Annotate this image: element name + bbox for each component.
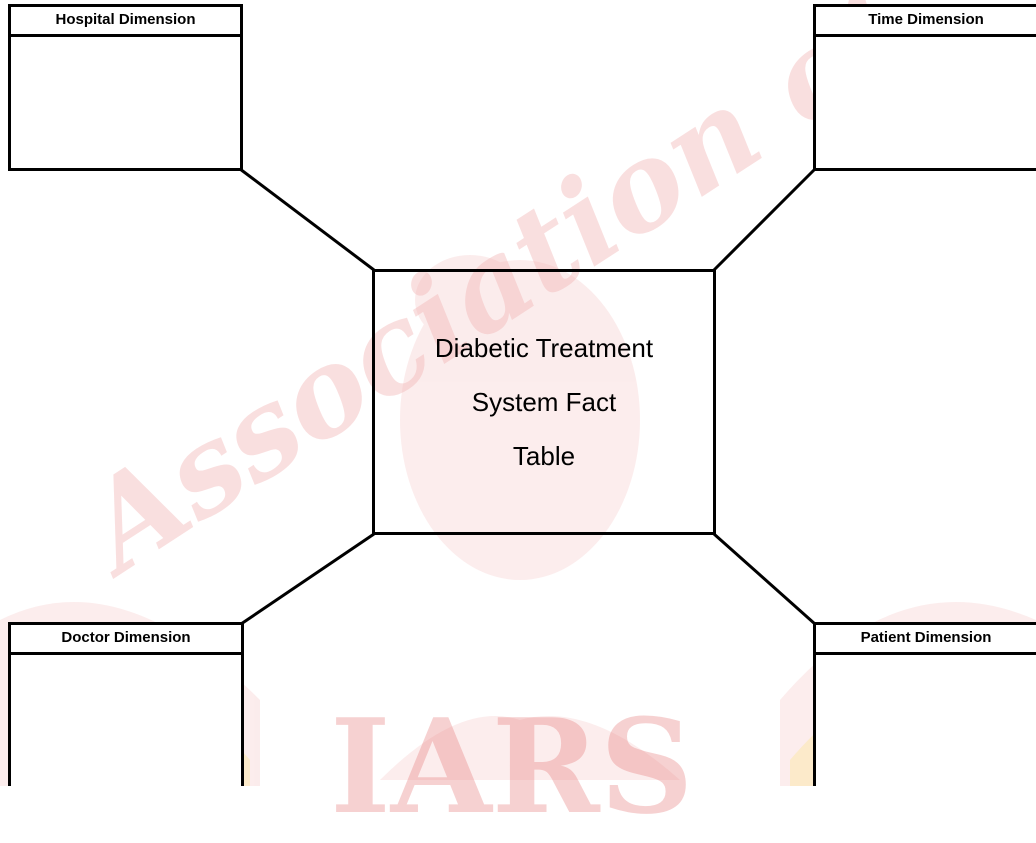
connector-doctor bbox=[240, 532, 375, 626]
time-dimension-box: Time Dimension bbox=[813, 4, 1036, 171]
connector-hospital bbox=[239, 167, 375, 272]
hospital-dimension-box: Hospital Dimension bbox=[8, 4, 243, 171]
fact-table-title-line-2: System Fact bbox=[471, 387, 617, 417]
connector-time bbox=[712, 167, 817, 272]
connectors bbox=[239, 167, 817, 626]
doctor-dimension-box: Doctor Dimension bbox=[8, 622, 244, 786]
patient-dimension-title: Patient Dimension bbox=[816, 625, 1036, 655]
patient-dimension-box: Patient Dimension bbox=[813, 622, 1036, 786]
hospital-dimension-title: Hospital Dimension bbox=[11, 7, 240, 37]
connector-patient bbox=[713, 532, 816, 626]
fact-table-title-line-1: Diabetic Treatment bbox=[434, 333, 654, 363]
fact-table-title-line-3: Table bbox=[512, 441, 576, 471]
time-dimension-title: Time Dimension bbox=[816, 7, 1036, 37]
fact-table: Diabetic Treatment System Fact Table bbox=[372, 269, 716, 535]
doctor-dimension-title: Doctor Dimension bbox=[11, 625, 241, 655]
